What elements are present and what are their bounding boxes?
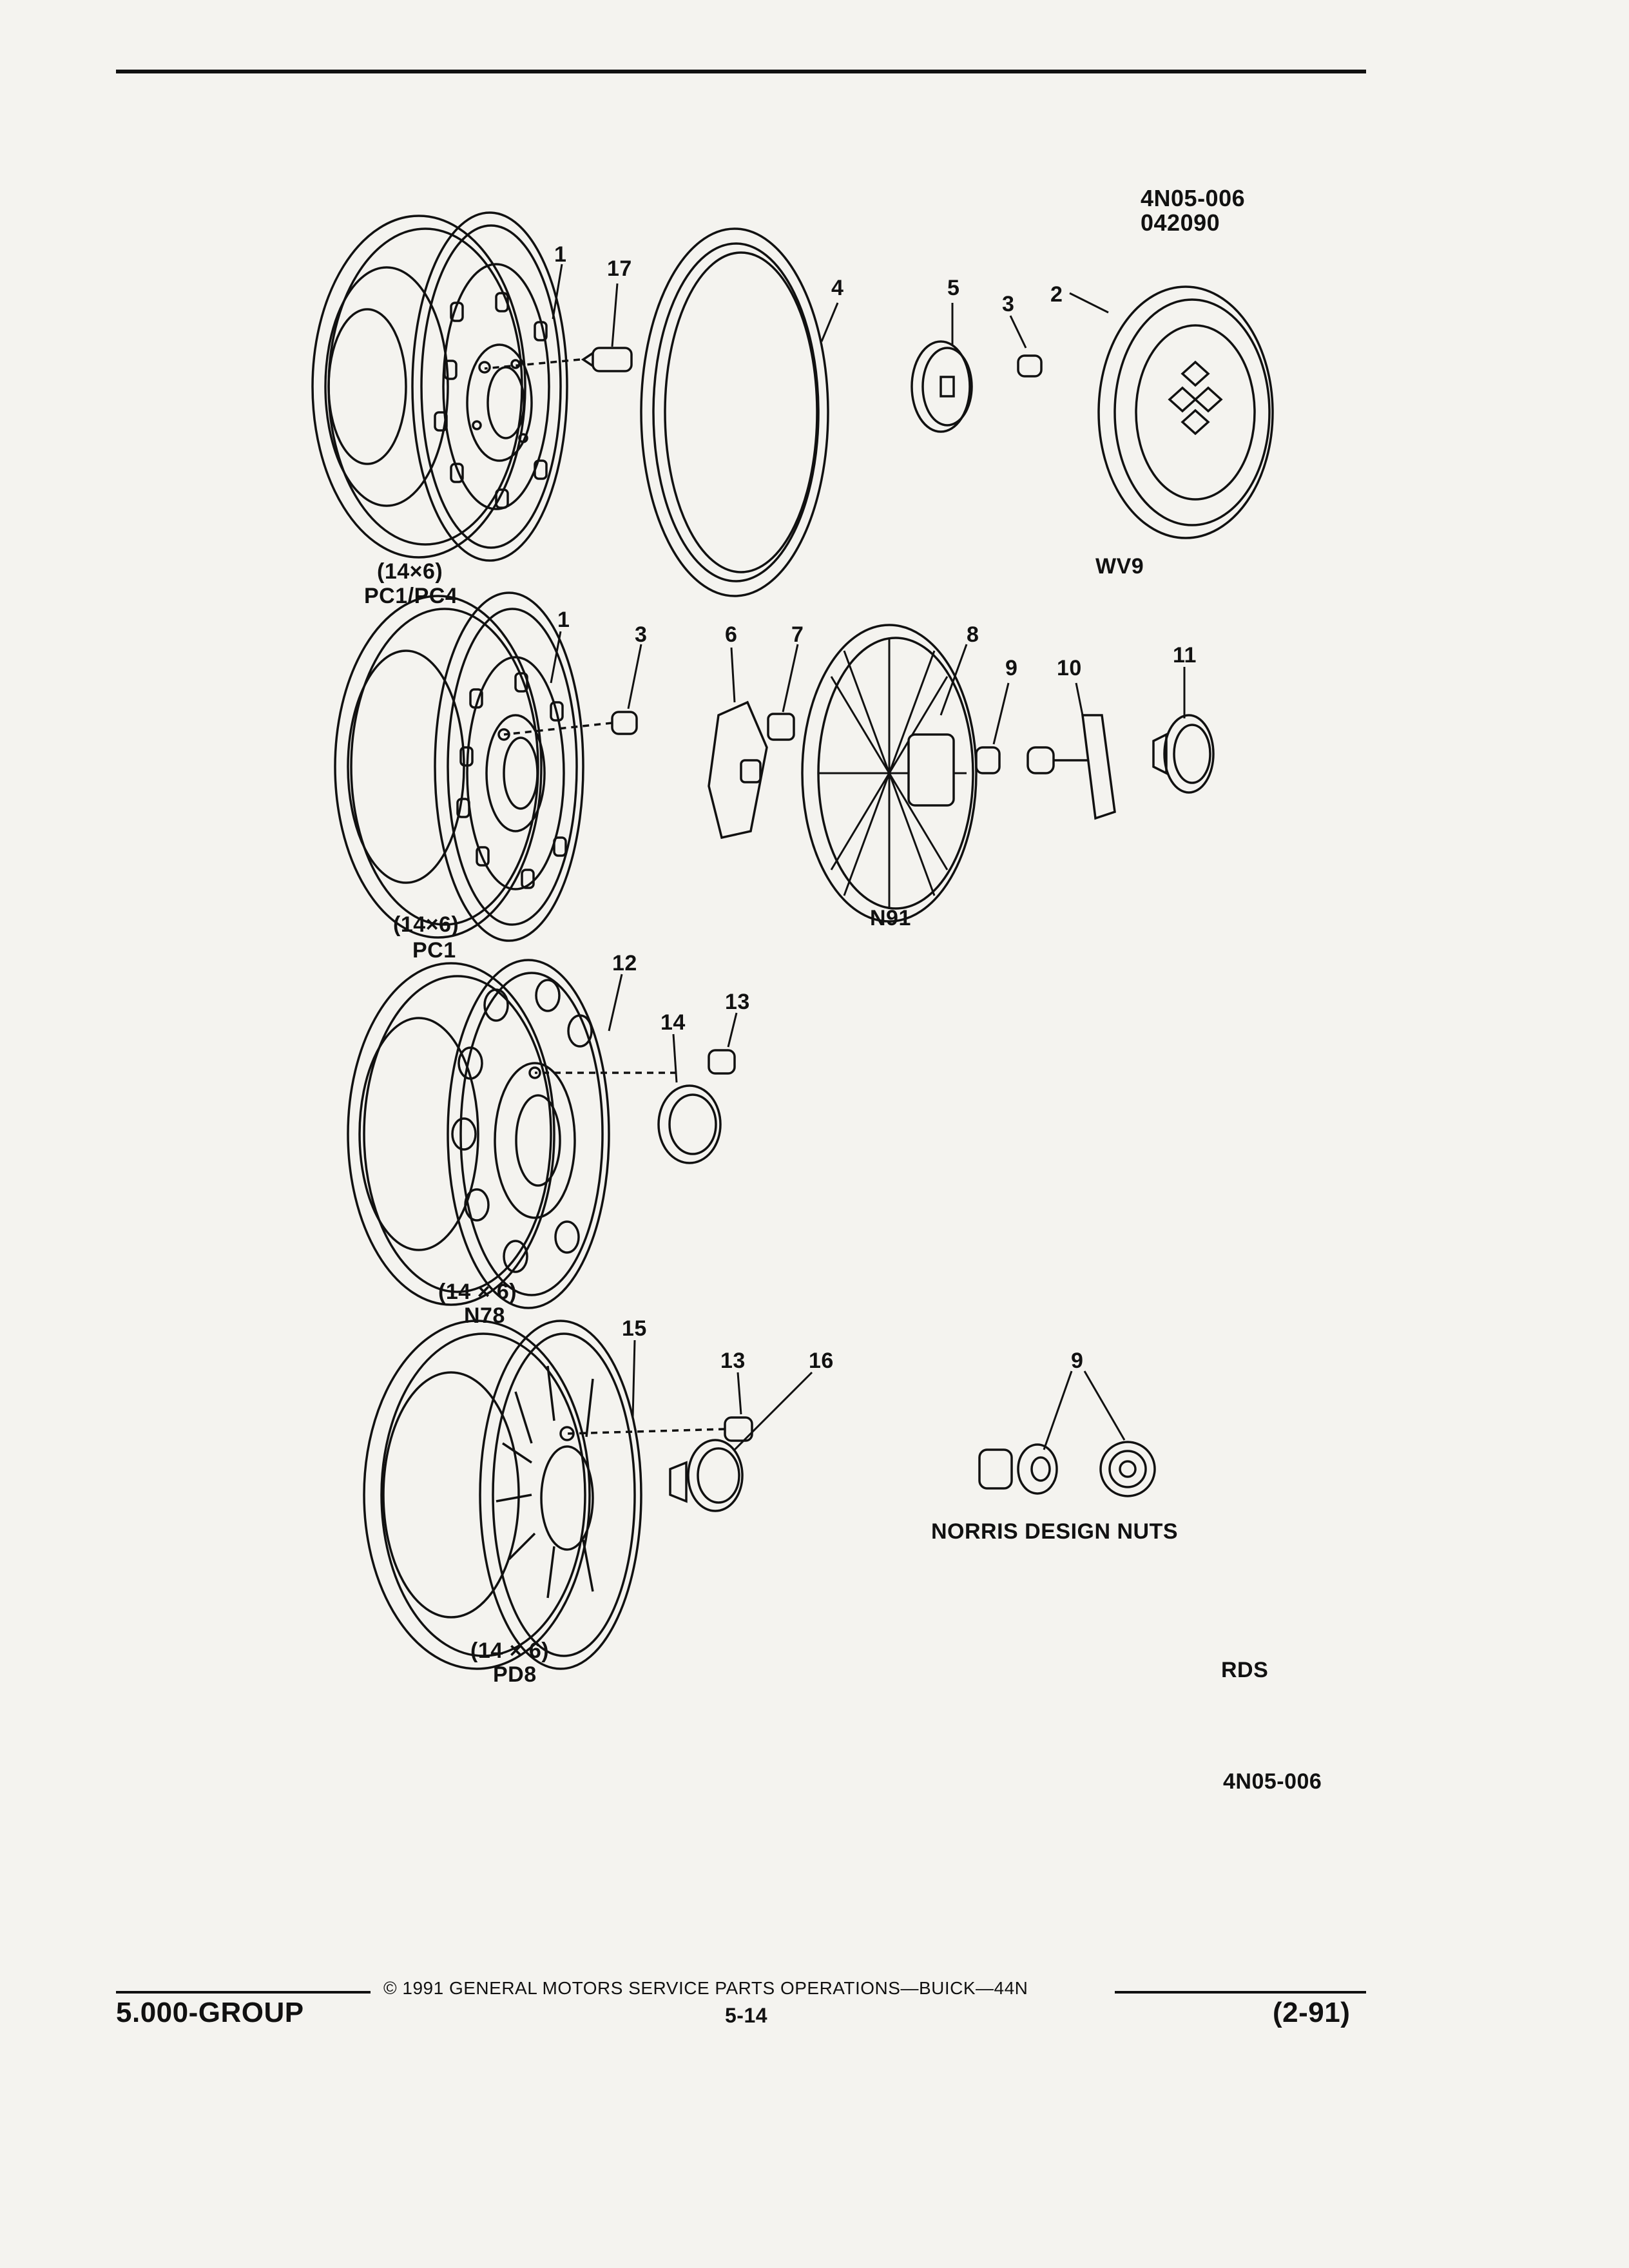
nut-3-top [1017, 354, 1043, 378]
callout-5: 5 [947, 276, 960, 300]
nut-13-n78 [708, 1049, 736, 1075]
key-10 [1027, 714, 1116, 820]
norris-nut-side [978, 1443, 1058, 1495]
nut-7 [767, 713, 795, 741]
wheel-3-code: N78 [464, 1303, 505, 1328]
footer-rule-left [116, 1991, 371, 1994]
emblem-cap-11 [1152, 714, 1215, 794]
copyright-line: © 1991 GENERAL MOTORS SERVICE PARTS OPER… [383, 1978, 1028, 1998]
callout-13-n78: 13 [725, 990, 750, 1014]
trim-ring-4 [640, 227, 829, 597]
callout-9-norris: 9 [1071, 1349, 1084, 1373]
center-cap-5 [911, 340, 973, 433]
callout-17: 17 [607, 256, 632, 281]
callout-3-top: 3 [1002, 292, 1015, 316]
norris-design-nuts-label: NORRIS DESIGN NUTS [931, 1519, 1179, 1544]
wheel-cover-2 [1097, 285, 1274, 539]
wheel-4-size: (14 × 6) [470, 1639, 550, 1663]
wv9-label: WV9 [1095, 554, 1144, 579]
wheel-1-steel-wheel [311, 211, 568, 562]
center-cap-14 [535, 1072, 722, 1164]
callout-7: 7 [791, 622, 804, 647]
nut-13-pd8 [566, 1416, 753, 1442]
figure-ref-bottom: 4N05-006 [1223, 1769, 1322, 1794]
wheel-3-aluminum-wheel [347, 959, 610, 1309]
callout-3-mid: 3 [635, 622, 648, 647]
wheel-2-code: PC1 [412, 938, 456, 963]
callout-9-mid: 9 [1005, 656, 1018, 680]
rds-label: RDS [1221, 1658, 1269, 1682]
callout-15: 15 [622, 1316, 647, 1341]
nut-3-mid [503, 711, 638, 736]
wheel-1-code: PC1/PC4 [364, 584, 458, 608]
n91-label: N91 [870, 906, 911, 930]
figure-ref-date: 042090 [1141, 209, 1220, 236]
callout-16: 16 [809, 1349, 834, 1373]
callout-1-mid: 1 [557, 608, 570, 632]
callout-6: 6 [725, 622, 738, 647]
adapter-6 [708, 700, 768, 840]
wheel-2-size: (14×6) [393, 912, 459, 937]
norris-nut-face [1099, 1441, 1156, 1497]
wheel-4-code: PD8 [493, 1662, 537, 1687]
wheel-nut-17 [484, 347, 633, 372]
wire-wheel-cover-8 [801, 624, 978, 923]
wheel-3-size: (14 × 6) [438, 1280, 517, 1304]
wheel-1-size: (14×6) [377, 559, 443, 584]
nut-9-mid [975, 746, 1001, 774]
figure-ref-code: 4N05-006 [1141, 185, 1246, 211]
callout-8: 8 [967, 622, 979, 647]
leader-lines [550, 264, 1186, 1451]
callout-4: 4 [831, 276, 844, 300]
callout-1-top: 1 [554, 242, 567, 267]
callout-2: 2 [1050, 282, 1063, 307]
callout-11: 11 [1173, 643, 1197, 668]
emblem-cap-16 [669, 1439, 744, 1512]
wheel-4-styled-wheel [363, 1320, 642, 1670]
callout-12: 12 [612, 951, 637, 975]
page-number: 5-14 [725, 2004, 768, 2027]
callout-14: 14 [660, 1010, 686, 1035]
wheel-2-steel-wheel [334, 591, 584, 942]
top-rule [116, 70, 1366, 73]
callout-10: 10 [1057, 656, 1082, 680]
revision-label: (2-91) [1273, 1997, 1351, 2028]
callout-13-pd8: 13 [720, 1349, 746, 1373]
footer-rule-right [1115, 1991, 1366, 1994]
group-label: 5.000-GROUP [116, 1997, 304, 2028]
